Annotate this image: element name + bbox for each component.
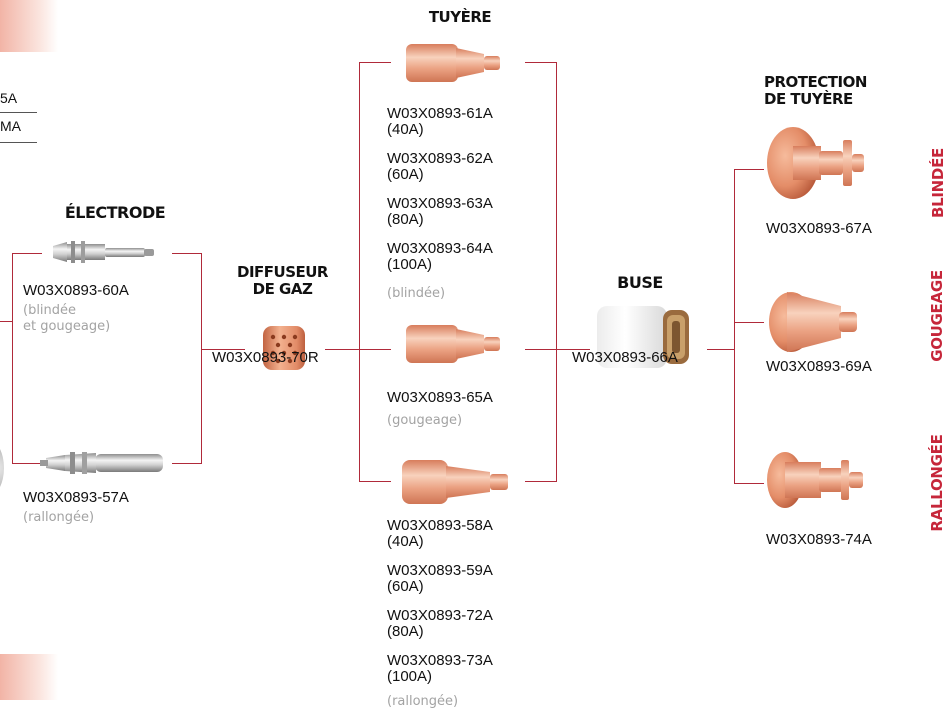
shield-middle-code: W03X0893-69A <box>766 359 872 375</box>
connector-line <box>556 62 557 482</box>
connector-line <box>359 349 391 350</box>
decor-block-top <box>0 0 58 52</box>
nozzle-top-line: (80A) <box>387 212 424 228</box>
electrode-heading: ÉLECTRODE <box>50 204 180 221</box>
electrode-top-code: W03X0893-60A <box>23 283 129 299</box>
nozzle-bottom-line: (60A) <box>387 579 424 595</box>
nozzle-bottom-note: (rallongée) <box>387 694 458 710</box>
nozzle-middle-note: (gougeage) <box>387 413 462 429</box>
nozzle-top-line: W03X0893-64A <box>387 241 493 257</box>
electrode-long-image <box>40 442 170 484</box>
table-cell-row1: 5A <box>0 90 17 106</box>
connector-line <box>734 169 735 484</box>
gouging-cap-image <box>763 290 873 354</box>
nozzle-long-image <box>398 454 518 510</box>
electrode-top-note-line2: et gougeage) <box>23 319 110 335</box>
shield-bottom-code: W03X0893-74A <box>766 532 872 548</box>
nozzle-bottom-line: (40A) <box>387 534 424 550</box>
nozzle-image <box>400 40 508 86</box>
nozzle-heading: TUYÈRE <box>410 9 510 26</box>
connector-line <box>359 62 391 63</box>
connector-line <box>12 253 13 464</box>
shield-heading-line2: DE TUYÈRE <box>754 91 874 108</box>
nozzle-top-line: (60A) <box>387 167 424 183</box>
nozzle-gouging-image <box>400 321 508 367</box>
side-label-rallongee: RALLONGÉE <box>928 423 944 543</box>
extended-cap-image <box>763 448 873 512</box>
connector-line <box>201 253 202 464</box>
shield-heading-line1: PROTECTION <box>754 74 874 91</box>
shield-cap-image <box>763 124 873 202</box>
connector-line <box>0 321 12 322</box>
electrode-image <box>45 235 160 269</box>
nozzle-bottom-line: (80A) <box>387 624 424 640</box>
connector-line <box>525 349 557 350</box>
electrode-top-note-line1: (blindée <box>23 303 76 319</box>
connector-line <box>734 322 764 323</box>
buse-code: W03X0893-66A <box>572 350 678 366</box>
nozzle-bottom-line: W03X0893-59A <box>387 563 493 579</box>
nozzle-bottom-line: W03X0893-72A <box>387 608 493 624</box>
side-label-gougeage: GOUGEAGE <box>928 261 944 371</box>
electrode-bottom-code: W03X0893-57A <box>23 490 129 506</box>
nozzle-bottom-line: (100A) <box>387 669 432 685</box>
nozzle-top-line: W03X0893-61A <box>387 106 493 122</box>
partial-torch-image <box>0 440 4 496</box>
nozzle-middle-code: W03X0893-65A <box>387 390 493 406</box>
diffuser-heading-line1: DIFFUSEUR <box>220 264 345 281</box>
connector-line <box>359 481 391 482</box>
nozzle-top-line: W03X0893-62A <box>387 151 493 167</box>
nozzle-top-note: (blindée) <box>387 286 445 302</box>
decor-block-bottom <box>0 654 58 700</box>
nozzle-top-line: (100A) <box>387 257 432 273</box>
diffuser-code: W03X0893-70R <box>212 350 319 366</box>
buse-heading: BUSE <box>600 274 680 291</box>
connector-line <box>707 349 735 350</box>
connector-line <box>734 483 764 484</box>
connector-line <box>525 62 557 63</box>
partial-table: 5A MA <box>0 80 37 145</box>
connector-line <box>734 169 764 170</box>
electrode-bottom-note: (rallongée) <box>23 510 94 526</box>
connector-line <box>525 481 557 482</box>
table-divider <box>0 142 37 143</box>
nozzle-bottom-line: W03X0893-73A <box>387 653 493 669</box>
diffuser-heading-line2: DE GAZ <box>220 281 345 298</box>
connector-line <box>172 253 202 254</box>
connector-line <box>359 62 360 482</box>
shield-top-code: W03X0893-67A <box>766 221 872 237</box>
side-label-blindee: BLINDÉE <box>929 133 944 233</box>
nozzle-top-line: W03X0893-63A <box>387 196 493 212</box>
connector-line <box>325 349 360 350</box>
connector-line <box>12 463 42 464</box>
table-divider <box>0 112 37 113</box>
nozzle-top-line: (40A) <box>387 122 424 138</box>
table-cell-row2: MA <box>0 118 21 134</box>
connector-line <box>172 463 202 464</box>
nozzle-bottom-line: W03X0893-58A <box>387 518 493 534</box>
connector-line <box>12 253 42 254</box>
